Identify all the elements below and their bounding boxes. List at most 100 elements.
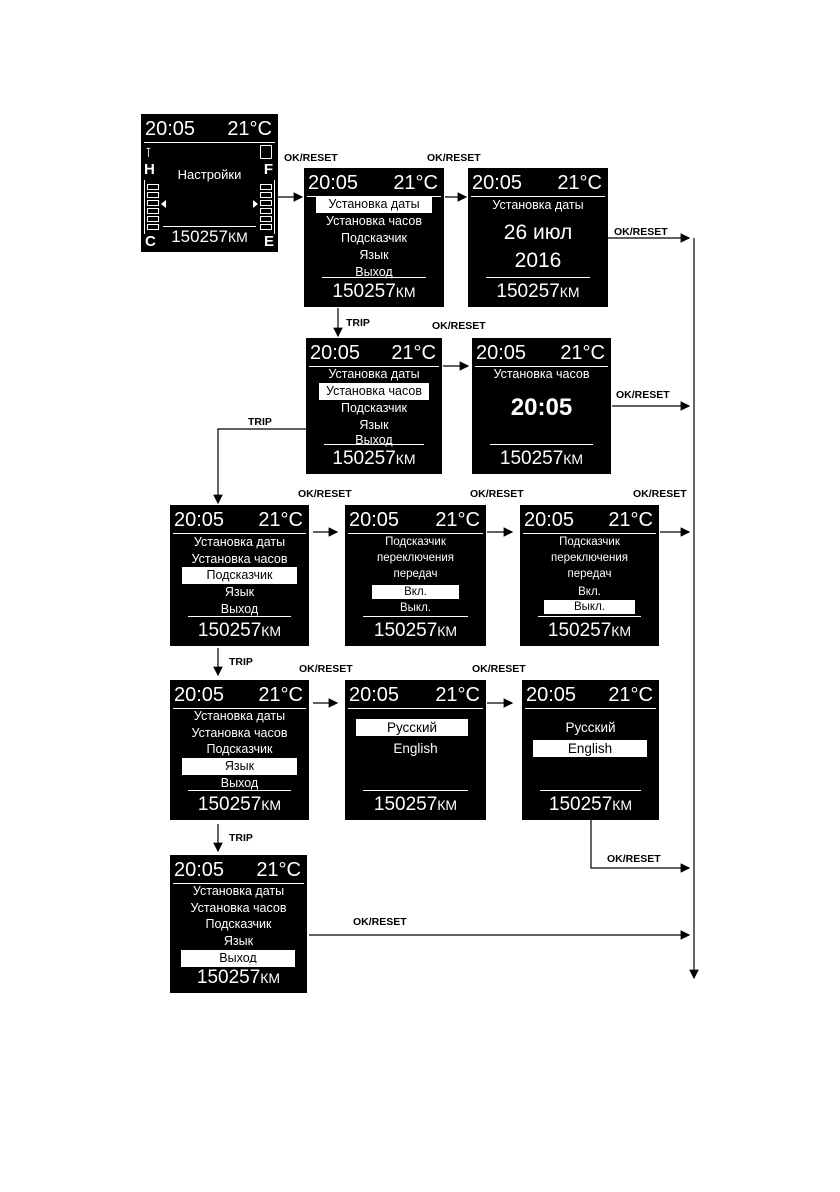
footer-divider [363,616,468,617]
header-divider [173,708,306,709]
odometer: 150257КМ [345,619,486,643]
menu-item-hint[interactable]: Подсказчик [206,742,273,756]
header-divider [525,708,656,709]
label-ok-reset-4: OK/RESET [432,320,486,332]
menu-item-clock[interactable]: Установка часов [319,383,429,400]
label-ok-reset-1: OK/RESET [284,152,338,164]
menu-item-date[interactable]: Установка даты [193,709,286,723]
temperature-readout: 21°C [258,509,303,531]
menu-item-clock[interactable]: Установка часов [191,726,288,740]
language-option-english[interactable]: English [393,741,438,756]
footer-divider [322,277,426,278]
menu-item-language[interactable]: Язык [359,418,389,432]
gauge-h-label: H [144,161,155,178]
hint-title-line1: Подсказчик [559,536,620,548]
odometer-value: 150257 [547,620,612,641]
odometer: 150257КМ [141,225,278,249]
footer-divider [540,790,641,791]
clock-setting-title: Установка часов [493,367,590,381]
odometer-unit: КМ [437,623,458,639]
menu-item-language[interactable]: Язык [182,758,297,775]
clock-readout: 20:05 [476,342,527,364]
left-arrow-icon [161,200,166,208]
label-ok-reset-7: OK/RESET [470,488,524,500]
menu-item-hint[interactable]: Подсказчик [340,401,408,415]
odometer-unit: КМ [261,623,282,639]
label-ok-reset-5: OK/RESET [616,389,670,401]
menu-item-language[interactable]: Язык [359,248,389,262]
hint-option-off[interactable]: Выкл. [544,600,635,614]
menu-item-date[interactable]: Установка даты [193,535,286,549]
menu-item-language[interactable]: Язык [224,585,255,599]
menu-item-date[interactable]: Установка даты [328,367,420,381]
label-ok-reset-2: OK/RESET [427,152,481,164]
header-divider [475,366,608,367]
language-option-russian[interactable]: Русский [356,719,468,736]
odometer: 150257КМ [345,793,486,817]
menu-item-clock[interactable]: Установка часов [190,901,287,915]
clock-readout: 20:05 [472,172,523,194]
header-divider [348,533,483,534]
menu-item-exit[interactable]: Выход [181,950,295,967]
header-divider [144,142,275,143]
odometer-value: 150257 [332,448,396,469]
clock-readout: 20:05 [310,342,361,364]
temperature-readout: 21°C [256,859,301,881]
odometer-value: 150257 [332,281,396,302]
label-ok-reset-10: OK/RESET [472,663,526,675]
menu-item-hint[interactable]: Подсказчик [182,567,297,584]
hint-title-line2: переключения [550,552,629,564]
label-ok-reset-8: OK/RESET [633,488,687,500]
temperature-readout: 21°C [608,684,653,706]
header-divider [471,196,605,197]
menu-item-clock[interactable]: Установка часов [325,214,422,228]
clock-readout: 20:05 [526,684,577,706]
menu-item-exit[interactable]: Выход [355,433,393,447]
odometer-value: 150257 [499,448,564,469]
menu-item-language[interactable]: Язык [223,934,254,948]
menu-item-exit[interactable]: Выход [220,776,259,790]
menu-item-hint[interactable]: Подсказчик [340,231,408,245]
language-option-english[interactable]: English [533,740,647,757]
menu-item-exit[interactable]: Выход [355,265,393,279]
footer-divider [363,790,468,791]
label-ok-reset-9: OK/RESET [299,663,353,675]
menu-item-exit[interactable]: Выход [220,602,259,616]
odometer-value: 150257 [197,620,262,641]
menu-item-clock[interactable]: Установка часов [191,552,288,566]
odometer: 150257КМ [520,619,659,643]
odometer-unit: КМ [260,970,281,986]
odometer: 150257КМ [468,280,608,304]
screen-menu-hint-selected: 20:05 21°C Установка даты Установка часов… [170,505,309,646]
settings-title: Настройки [177,167,242,182]
label-ok-reset-6: OK/RESET [298,488,352,500]
hint-option-off[interactable]: Выкл. [399,602,431,614]
clock-readout: 20:05 [174,509,225,531]
odometer-value: 150257 [373,620,438,641]
label-trip-2: TRIP [248,416,272,428]
odometer-unit: КМ [227,229,248,245]
label-trip-4: TRIP [229,832,253,844]
language-option-russian[interactable]: Русский [565,720,616,735]
odometer-unit: КМ [437,797,458,813]
hint-option-on[interactable]: Вкл. [578,586,601,598]
menu-item-hint[interactable]: Подсказчик [205,917,272,931]
clock-readout: 20:05 [174,859,225,881]
footer-divider [163,226,256,227]
odometer: 150257КМ [472,447,611,471]
date-day-month: 26 июл [503,221,573,244]
menu-item-date[interactable]: Установка даты [192,884,285,898]
odometer: 150257КМ [306,447,442,471]
hint-option-on[interactable]: Вкл. [372,585,459,599]
menu-item-date[interactable]: Установка даты [316,196,432,213]
coolant-temp-icon: ⊺ [145,145,152,160]
date-setting-title: Установка даты [492,198,584,212]
